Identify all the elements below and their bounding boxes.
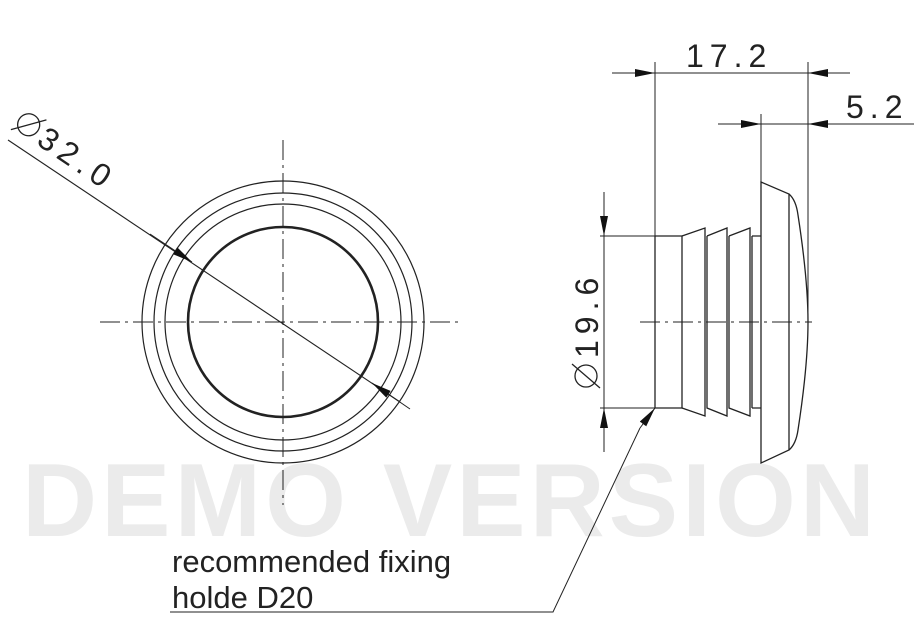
rib-2 [706,227,728,417]
diameter-dimension-line [7,139,401,403]
outer-diameter-label: 32.0 [10,113,123,198]
watermark: DEMO VERSION [22,443,879,559]
fixing-diameter-label: 19.6 [569,272,605,389]
fixing-diameter-value: 19.6 [569,272,605,358]
side-view [170,62,914,613]
rib-1 [681,227,706,417]
note-line-1: recommended fixing [172,544,451,579]
front-view [7,139,460,505]
rib-3 [728,227,751,417]
diameter-symbol-icon [17,113,41,137]
total-length-value: 17.2 [686,38,772,74]
note-line-2: holde D20 [172,580,313,615]
flange-length-value: 5.2 [846,89,908,125]
diameter-symbol-icon [574,364,598,388]
note-leader-arrow [639,407,656,429]
diameter-arrow-upper [149,233,193,263]
diameter-arrow-lower [371,382,411,410]
neck [751,235,761,409]
note-leader-line [170,427,641,613]
